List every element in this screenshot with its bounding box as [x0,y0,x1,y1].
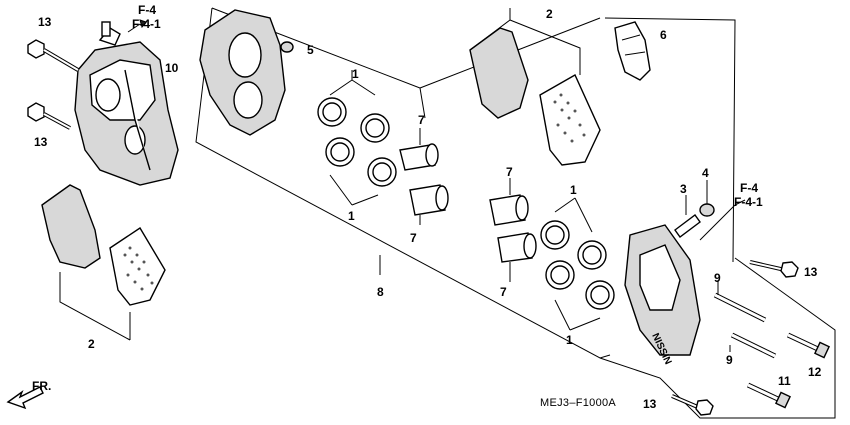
caliper-assembly-left [74,21,179,186]
callout-2-left: 2 [88,337,95,351]
diagram-code: MEJ3–F1000A [540,397,616,409]
caliper-half-right: NISSIN [624,224,701,366]
front-direction-arrow: FR. [6,379,51,410]
callout-13-bottom: 13 [643,397,657,411]
front-direction-label: FR. [32,379,51,393]
seals-lower [540,197,615,331]
callout-1-lower-bottom: 1 [566,333,573,347]
bolt-11 [746,382,791,409]
callout-7-lower-top: 7 [506,165,513,179]
callout-7-upper-top: 7 [418,113,425,127]
bolt-13-top-left [27,39,80,72]
callout-7-upper-bottom: 7 [410,231,417,245]
callout-7-lower-bottom: 7 [500,285,507,299]
callout-1-upper-top: 1 [352,67,359,81]
pad-spring-6 [614,21,651,81]
callout-5: 5 [307,43,314,57]
bolt-13-bottom [671,394,714,416]
ref-top-subsection: F-4-1 [132,17,161,31]
pin-9-upper [713,280,767,323]
ref-right-subsection: F-4-1 [734,195,763,209]
callout-9-upper: 9 [714,271,721,285]
bleeder-cap-4 [699,180,736,241]
callout-4: 4 [702,166,709,180]
callout-1-upper-bottom: 1 [348,209,355,223]
brake-pads-top [469,8,601,166]
ref-arrow-right [734,199,746,206]
pin-5 [280,41,294,53]
callout-1-lower-top: 1 [570,183,577,197]
callout-8: 8 [377,285,384,299]
callout-13-mid-left: 13 [34,135,48,149]
pistons-lower [489,178,537,282]
callout-13-right: 13 [804,265,818,279]
callout-labels: 13 13 10 2 2 5 6 1 1 1 1 7 7 7 7 8 3 4 9… [34,7,822,411]
callout-12: 12 [808,365,822,379]
ref-top-section: F-4 [138,3,156,17]
callout-3: 3 [680,182,687,196]
callout-6: 6 [660,28,667,42]
pin-9-lower [729,332,777,359]
bolt-13-mid-left [27,102,71,130]
seals-upper [317,70,397,206]
brake-pads-left [41,184,166,341]
callout-10: 10 [165,61,179,75]
ref-labels: F-4 F-4-1 F-4 F-4-1 [132,3,763,209]
caliper-body [199,9,286,136]
callout-11: 11 [778,374,791,388]
callout-9-lower: 9 [726,353,733,367]
ref-arrow-top [127,19,147,33]
bolt-13-right [749,260,799,278]
bleeder-valve-3 [674,195,701,238]
callout-13-top-left: 13 [38,15,52,29]
ref-right-section: F-4 [740,181,758,195]
bolt-12 [786,332,830,359]
pistons-upper [399,128,449,225]
callout-2-top: 2 [546,7,553,21]
